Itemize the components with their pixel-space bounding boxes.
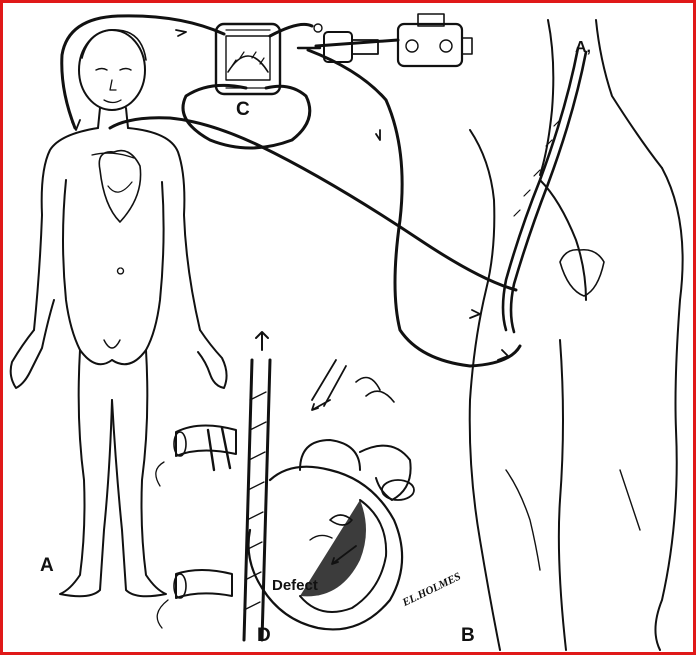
- child-figure: [11, 30, 227, 596]
- panel-label-d: D: [257, 626, 271, 645]
- thigh-figure: [470, 20, 683, 650]
- bypass-tubing: [62, 16, 520, 366]
- panel-label-a-prime: A,: [575, 40, 591, 56]
- panel-label-c: C: [236, 100, 250, 119]
- defect-label: Defect: [272, 578, 318, 593]
- panel-label-b: B: [461, 626, 475, 645]
- panel-label-a: A: [40, 556, 54, 575]
